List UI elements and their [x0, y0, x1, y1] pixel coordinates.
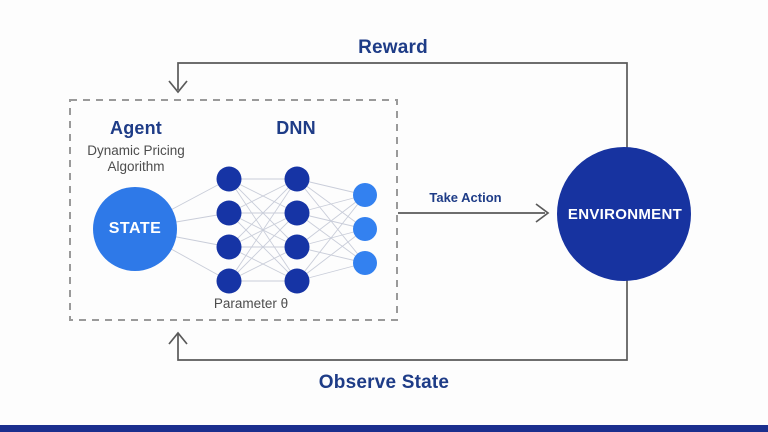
- state-label: STATE: [108, 220, 162, 237]
- hidden-layer-node: [284, 166, 310, 192]
- state-circle: [93, 187, 177, 271]
- network-connection-line: [228, 178, 298, 282]
- output-layer-node: [353, 251, 377, 275]
- hidden-layer-node: [284, 200, 310, 226]
- network-connection-line: [296, 228, 366, 282]
- agent-label: Agent: [110, 118, 162, 138]
- network-connection-line: [228, 246, 298, 282]
- take-action-label: Take Action: [429, 190, 502, 205]
- take-action-arrowhead-icon: [535, 203, 550, 223]
- network-connection-line: [296, 194, 366, 248]
- bottom-accent-bar: [0, 425, 768, 432]
- observe-state-label: Observe State: [318, 372, 450, 393]
- input-layer-node: [216, 234, 242, 260]
- input-layer-node: [216, 200, 242, 226]
- dnn-label: DNN: [276, 118, 316, 138]
- environment-circle: [557, 147, 691, 281]
- output-layer-node: [353, 217, 377, 241]
- agent-subtitle: Dynamic Pricing Algorithm: [87, 143, 185, 175]
- network-connection-line: [228, 212, 298, 282]
- hidden-layer-node: [284, 268, 310, 294]
- observe-arrowhead-up-icon: [168, 331, 188, 345]
- hidden-layer-node: [284, 234, 310, 260]
- output-layer-node: [353, 183, 377, 207]
- input-layer-node: [216, 166, 242, 192]
- environment-label: ENVIRONMENT: [567, 205, 683, 223]
- input-layer-node: [216, 268, 242, 294]
- network-connection-line: [228, 178, 298, 248]
- reward-label: Reward: [358, 37, 428, 58]
- reward-arrowhead-down-icon: [168, 80, 188, 94]
- network-connection-line: [228, 178, 298, 214]
- parameter-theta-label: Parameter θ: [213, 296, 289, 311]
- network-connection-line: [296, 194, 366, 282]
